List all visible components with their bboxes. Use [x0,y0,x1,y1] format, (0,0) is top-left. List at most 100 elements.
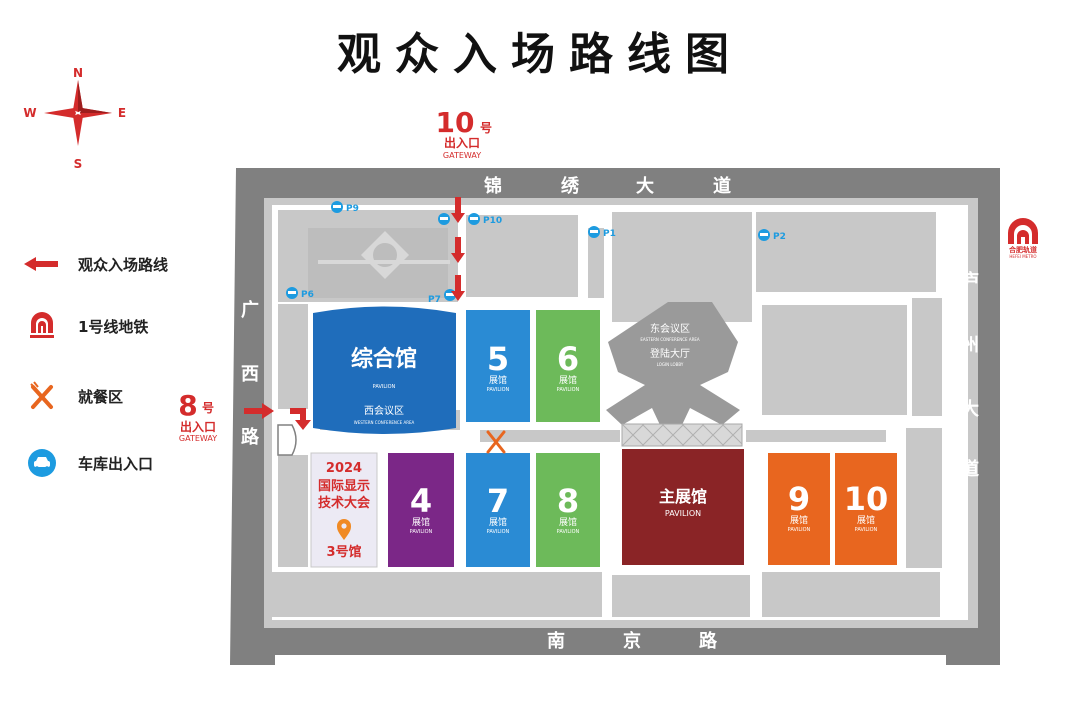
svg-text:展馆: 展馆 [412,516,430,528]
svg-text:道: 道 [713,175,731,197]
svg-text:展馆: 展馆 [790,514,808,526]
svg-text:10: 10 [436,106,475,139]
event-hall-3: 2024 国际显示 技术大会 3号馆 [310,452,378,568]
fork-knife-icon [22,380,62,412]
svg-text:道: 道 [961,458,979,480]
gate-8-label: 8 号 出入口 GATEWAY [178,389,217,443]
gate-8-structure [277,424,297,456]
site-blocks [272,210,942,617]
svg-text:展馆: 展馆 [857,514,875,526]
compass-w: W [23,106,36,120]
svg-text:登陆大厅: 登陆大厅 [650,347,690,360]
legend-parking: 车库出入口 [22,447,153,479]
svg-text:号: 号 [480,120,492,135]
legend-metro: 1号线地铁 [22,310,148,342]
svg-text:路: 路 [699,630,718,652]
svg-text:HEFEI METRO: HEFEI METRO [1009,254,1036,259]
svg-text:PAVILION: PAVILION [557,529,580,535]
compass-n: N [73,66,83,80]
svg-text:庐: 庐 [961,270,979,292]
compass-rose-icon: N S W E [23,66,126,171]
svg-text:主展馆: 主展馆 [659,487,707,506]
svg-text:P7: P7 [428,295,441,305]
road-north: 锦 绣 大 道 [484,175,731,197]
svg-text:P10: P10 [483,216,502,226]
road-east: 庐 州 大 道 [960,270,979,480]
road-west: 广 西 路 [241,299,260,448]
west-plaza [308,228,450,298]
road-south: 南 京 路 [547,630,718,652]
parking-p1: P1 [588,226,616,239]
svg-text:2024: 2024 [326,461,362,476]
svg-text:展馆: 展馆 [559,374,577,386]
svg-text:绣: 绣 [561,175,580,197]
svg-text:出入口: 出入口 [444,135,480,150]
svg-text:展馆: 展馆 [489,516,507,528]
svg-text:展馆: 展馆 [489,374,507,386]
legend-dining-label: 就餐区 [78,387,124,406]
svg-text:出入口: 出入口 [180,419,216,434]
svg-text:WESTERN CONFERENCE AREA: WESTERN CONFERENCE AREA [354,420,415,425]
svg-text:PAVILION: PAVILION [487,387,510,393]
hall-7: 7 展馆 PAVILION [466,453,530,567]
svg-text:合肥轨道: 合肥轨道 [1008,245,1037,254]
svg-text:10: 10 [844,480,889,518]
svg-text:PAVILION: PAVILION [373,384,396,390]
svg-text:大: 大 [961,398,979,420]
route-arrows [244,197,465,430]
svg-text:综合馆: 综合馆 [351,346,417,372]
svg-text:P1: P1 [603,229,616,239]
svg-text:LOGIN LOBBY: LOGIN LOBBY [657,362,684,367]
svg-text:京: 京 [623,630,641,652]
legend-parking-label: 车库出入口 [78,454,154,473]
svg-text:PAVILION: PAVILION [410,529,433,535]
svg-text:P2: P2 [773,232,786,242]
gate-10-label: 10 号 出入口 GATEWAY [436,106,492,160]
svg-text:9: 9 [788,480,810,518]
legend-route: 观众入场路线 [22,248,168,280]
hall-5: 5 展馆 PAVILION [466,310,530,422]
svg-text:南: 南 [547,630,565,652]
legend-metro-label: 1号线地铁 [78,317,149,336]
concourse [480,430,886,442]
east-conference-building: 东会议区 EASTERN CONFERENCE AREA 登陆大厅 LOGIN … [606,302,740,425]
compass-s: S [74,157,83,171]
hall-10: 10 展馆 PAVILION [835,453,897,565]
red-arrow-icon [22,248,62,280]
svg-text:路: 路 [241,426,260,448]
svg-text:5: 5 [487,340,509,378]
svg-text:EASTERN CONFERENCE AREA: EASTERN CONFERENCE AREA [640,337,700,342]
svg-text:8: 8 [557,482,579,520]
svg-text:PAVILION: PAVILION [665,509,701,518]
svg-text:展馆: 展馆 [559,516,577,528]
svg-text:P6: P6 [301,290,314,300]
svg-text:PAVILION: PAVILION [788,527,811,533]
hall-9: 9 展馆 PAVILION [768,453,830,565]
zonghe-hall: 综合馆 PAVILION 西会议区 WESTERN CONFERENCE ARE… [313,306,456,434]
hall-4: 4 展馆 PAVILION [388,453,454,567]
svg-text:GATEWAY: GATEWAY [443,151,481,160]
svg-text:3号馆: 3号馆 [326,544,361,560]
hall-8: 8 展馆 PAVILION [536,453,600,567]
svg-text:西会议区: 西会议区 [364,404,404,417]
svg-text:PAVILION: PAVILION [855,527,878,533]
svg-text:PAVILION: PAVILION [557,387,580,393]
svg-text:州: 州 [960,335,979,356]
svg-text:6: 6 [557,340,579,378]
svg-text:国际显示: 国际显示 [318,479,370,494]
page-title: 观众入场路线图 [337,29,743,80]
legend-route-label: 观众入场路线 [78,255,169,274]
car-icon [22,447,62,479]
svg-text:4: 4 [410,482,432,520]
main-hall: 主展馆 PAVILION [622,449,744,565]
svg-text:大: 大 [636,175,654,197]
parking-p2: P2 [758,229,786,242]
hall-6: 6 展馆 PAVILION [536,310,600,422]
svg-text:GATEWAY: GATEWAY [179,434,217,443]
svg-text:东会议区: 东会议区 [650,322,690,335]
svg-text:技术大会: 技术大会 [318,495,371,511]
svg-text:PAVILION: PAVILION [487,529,510,535]
svg-text:8: 8 [178,389,197,422]
location-pin-icon [337,519,351,540]
